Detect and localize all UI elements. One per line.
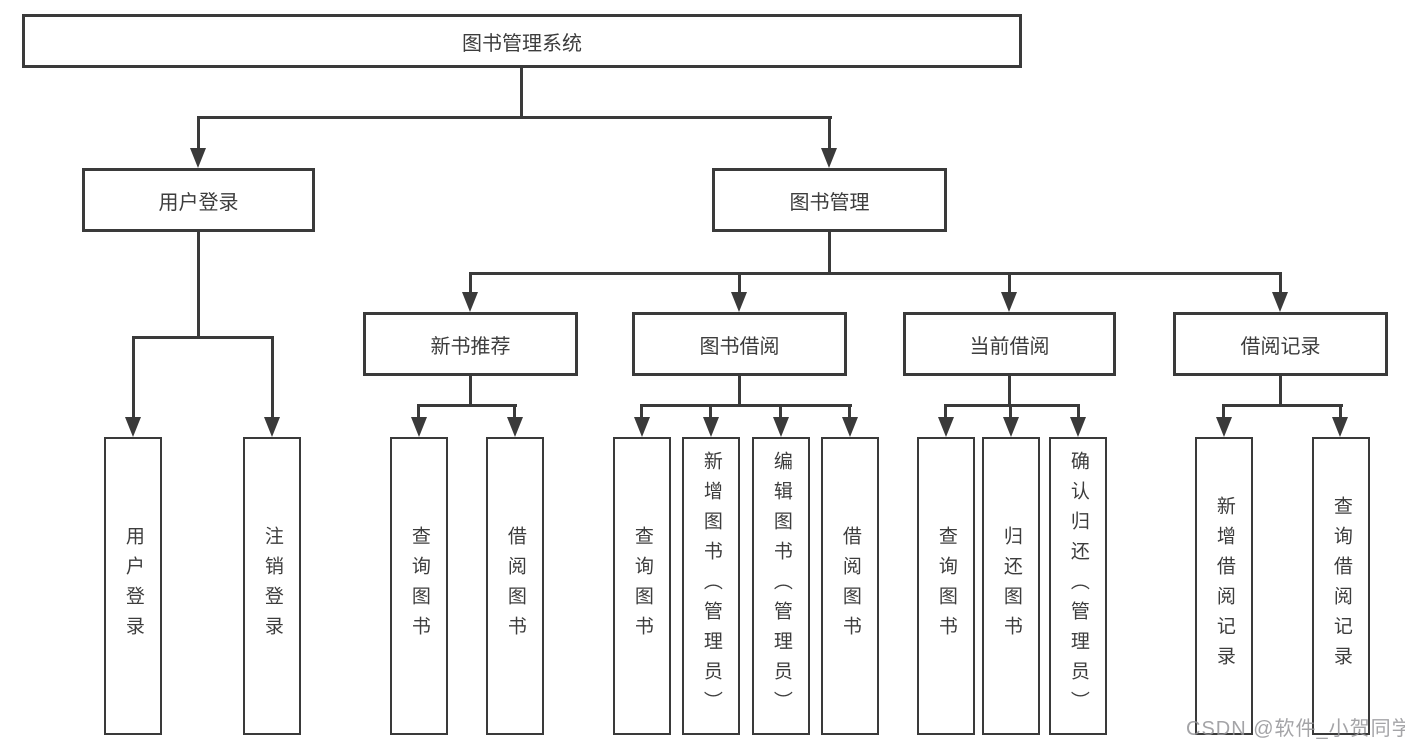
arrow-down-icon <box>938 417 954 437</box>
leaf-edit-books-admin: 编辑图书（管理员） <box>752 437 810 735</box>
arrow-down-icon <box>1272 292 1288 312</box>
connector-arrow-shaft <box>709 404 712 424</box>
connector-book-mgmt-vertical <box>828 230 831 275</box>
node-label: 新增图书（管理员） <box>700 451 722 721</box>
connector-user-login-horizontal <box>132 336 274 339</box>
connector-user-login-vertical <box>197 230 200 339</box>
node-label: 新书推荐 <box>430 335 511 358</box>
connector-arrow-shaft <box>828 116 831 154</box>
watermark: CSDN @软件_小贺同学 <box>1186 718 1405 740</box>
node-user-login: 用户登录 <box>82 168 315 232</box>
connector-arrow-shaft <box>417 404 420 424</box>
leaf-add-borrow-record: 新增借阅记录 <box>1195 437 1253 735</box>
node-borrowing-records: 借阅记录 <box>1173 312 1388 376</box>
node-label: 借阅记录 <box>1240 335 1321 358</box>
leaf-borrow-books-recommend: 借阅图书 <box>486 437 544 735</box>
node-label: 图书管理系统 <box>462 32 582 55</box>
leaf-query-books-recommend: 查询图书 <box>390 437 448 735</box>
node-label: 编辑图书（管理员） <box>770 451 792 721</box>
arrow-down-icon <box>411 417 427 437</box>
connector-root-vertical <box>520 66 523 119</box>
node-label: 用户登录 <box>122 526 144 646</box>
connector-level2-horizontal <box>197 116 832 119</box>
leaf-query-books-borrow: 查询图书 <box>613 437 671 735</box>
node-label: 借阅图书 <box>839 526 861 646</box>
connector-arrow-shaft <box>1009 404 1012 424</box>
connector-arrow-shaft <box>1279 272 1282 298</box>
connector-level3-horizontal <box>469 272 1282 275</box>
arrow-down-icon <box>1001 292 1017 312</box>
node-label: 确认归还（管理员） <box>1067 451 1089 721</box>
node-label: 图书借阅 <box>699 335 780 358</box>
connector-group-horizontal <box>640 404 852 407</box>
leaf-user-login: 用户登录 <box>104 437 162 735</box>
connector-arrow-shaft <box>1222 404 1225 424</box>
connector-arrow-shaft <box>848 404 851 424</box>
connector-arrow-shaft <box>640 404 643 424</box>
connector-arrow-shaft <box>197 116 200 154</box>
leaf-confirm-return-admin: 确认归还（管理员） <box>1049 437 1107 735</box>
connector-arrow-shaft <box>513 404 516 424</box>
connector-arrow-shaft <box>738 272 741 298</box>
connector-group-vertical <box>469 374 472 407</box>
connector-group-horizontal <box>944 404 1080 407</box>
node-label: 当前借阅 <box>969 335 1050 358</box>
arrow-down-icon <box>731 292 747 312</box>
arrow-down-icon <box>507 417 523 437</box>
node-label: 归还图书 <box>1000 526 1022 646</box>
arrow-down-icon <box>1070 417 1086 437</box>
node-book-management: 图书管理 <box>712 168 947 232</box>
connector-group-vertical <box>738 374 741 407</box>
leaf-borrow-books: 借阅图书 <box>821 437 879 735</box>
connector-group-horizontal <box>1222 404 1343 407</box>
leaf-query-books-current: 查询图书 <box>917 437 975 735</box>
connector-arrow-shaft <box>1077 404 1080 424</box>
arrow-down-icon <box>462 292 478 312</box>
node-label: 查询图书 <box>631 526 653 646</box>
connector-arrow-shaft <box>132 336 135 424</box>
arrow-down-icon <box>1332 417 1348 437</box>
arrow-down-icon <box>264 417 280 437</box>
node-label: 查询图书 <box>935 526 957 646</box>
node-library-management-system: 图书管理系统 <box>22 14 1022 68</box>
leaf-return-books: 归还图书 <box>982 437 1040 735</box>
node-new-book-recommendation: 新书推荐 <box>363 312 578 376</box>
arrow-down-icon <box>634 417 650 437</box>
leaf-query-borrow-record: 查询借阅记录 <box>1312 437 1370 735</box>
node-current-borrowing: 当前借阅 <box>903 312 1116 376</box>
arrow-down-icon <box>773 417 789 437</box>
connector-arrow-shaft <box>1339 404 1342 424</box>
arrow-down-icon <box>125 417 141 437</box>
node-label: 查询借阅记录 <box>1330 496 1352 676</box>
node-book-borrowing: 图书借阅 <box>632 312 847 376</box>
connector-arrow-shaft <box>779 404 782 424</box>
arrow-down-icon <box>703 417 719 437</box>
connector-arrow-shaft <box>1008 272 1011 298</box>
node-label: 用户登录 <box>158 191 239 214</box>
node-label: 新增借阅记录 <box>1213 496 1235 676</box>
connector-arrow-shaft <box>469 272 472 298</box>
arrow-down-icon <box>1003 417 1019 437</box>
node-label: 查询图书 <box>408 526 430 646</box>
connector-group-horizontal <box>417 404 517 407</box>
connector-arrow-shaft <box>271 336 274 424</box>
leaf-add-books-admin: 新增图书（管理员） <box>682 437 740 735</box>
node-label: 注销登录 <box>261 526 283 646</box>
leaf-logout: 注销登录 <box>243 437 301 735</box>
arrow-down-icon <box>842 417 858 437</box>
node-label: 借阅图书 <box>504 526 526 646</box>
connector-group-vertical <box>1279 374 1282 407</box>
connector-group-vertical <box>1008 374 1011 407</box>
connector-arrow-shaft <box>944 404 947 424</box>
arrow-down-icon <box>190 148 206 168</box>
arrow-down-icon <box>821 148 837 168</box>
node-label: 图书管理 <box>789 191 870 214</box>
arrow-down-icon <box>1216 417 1232 437</box>
